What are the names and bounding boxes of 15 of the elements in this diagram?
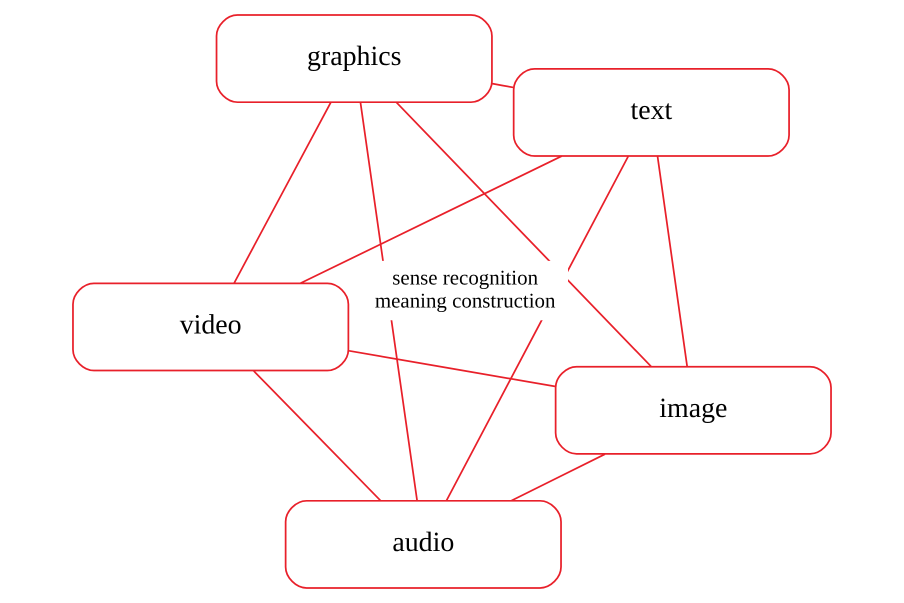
label: meaning construction (374, 288, 556, 312)
connector (511, 453, 606, 502)
connector (396, 102, 652, 368)
connector (233, 102, 332, 284)
connector (348, 350, 556, 388)
node-box: graphics (216, 14, 493, 104)
connector (300, 155, 562, 284)
node-box: video (72, 282, 350, 372)
node-box: audio (284, 500, 562, 589)
connector (656, 156, 688, 366)
connector (253, 370, 381, 502)
node-box: image (554, 366, 832, 455)
connector (492, 82, 514, 88)
label: sense recognition (392, 266, 538, 290)
node-box: text (512, 68, 790, 157)
